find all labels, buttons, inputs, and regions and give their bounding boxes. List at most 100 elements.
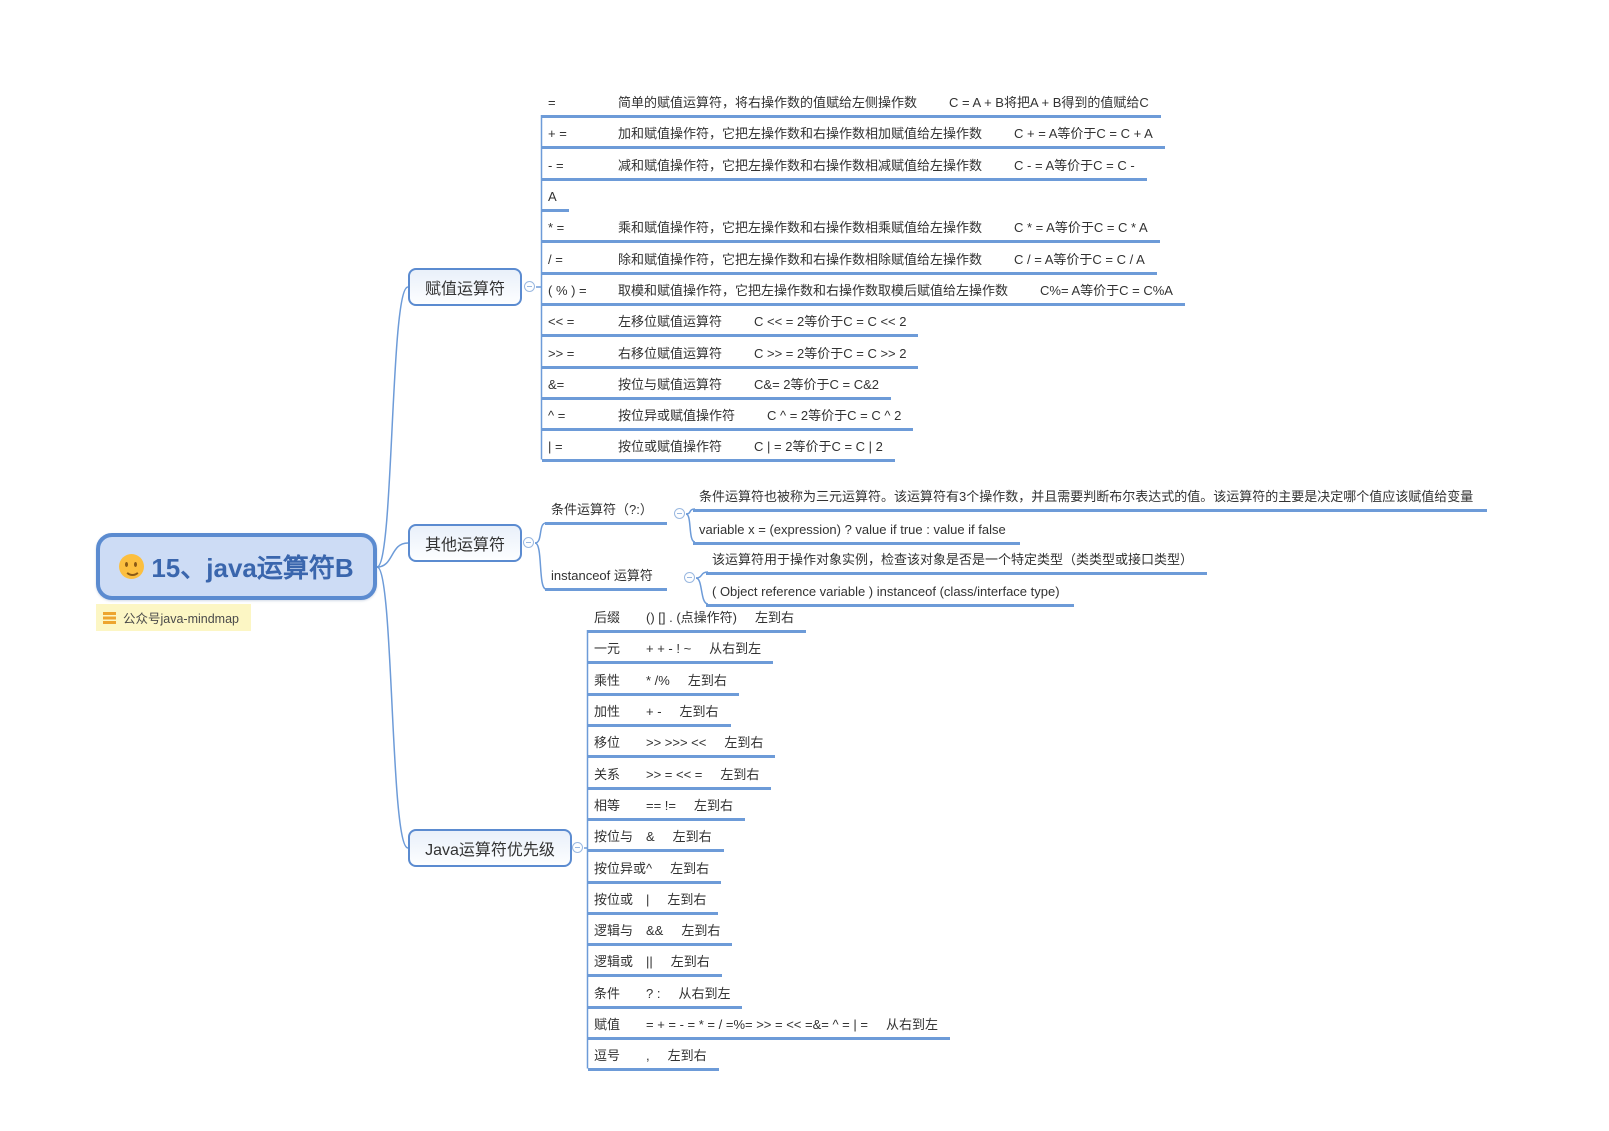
example: C >> = 2等价于C = C >> 2	[754, 345, 907, 361]
example: C << = 2等价于C = C << 2	[754, 314, 907, 330]
topic-prec-shift[interactable]: 移位>> >>> <<左到右	[588, 734, 776, 759]
syntax: ( Object reference variable ) instanceof…	[712, 584, 1060, 599]
branch-label: Java运算符优先级	[425, 842, 555, 859]
topic-instanceof-desc[interactable]: 该运算符用于操作对象实例，检查该对象是否是一个特定类型（类类型或接口类型）	[706, 551, 1208, 575]
collapse-icon[interactable]	[572, 842, 583, 853]
category: 加性	[594, 703, 621, 719]
example: C | = 2等价于C = C | 2	[754, 439, 883, 455]
topic-prec-assignment[interactable]: 赋值 = + = - = * = / =%= >> = << =&= ^ = | …	[588, 1016, 950, 1041]
category: 相等	[594, 797, 621, 813]
associativity: 从右到左	[709, 641, 762, 657]
associativity: 左到右	[672, 829, 712, 845]
topic-prec-conditional[interactable]: 条件? :从右到左	[588, 985, 743, 1009]
operators: + -	[646, 703, 662, 719]
description: 减和赋值操作符，它把左操作数和右操作数相减赋值给左操作数	[618, 157, 983, 173]
operator: << =	[548, 314, 575, 330]
category: 赋值	[594, 1017, 621, 1033]
example: C / = A等价于C = C / A	[1014, 251, 1145, 267]
operators: = + = - = * = / =%= >> = << =&= ^ = | =	[646, 1017, 868, 1033]
associativity: 左到右	[667, 891, 707, 907]
operator: / =	[548, 251, 563, 267]
operator: >> =	[548, 345, 575, 361]
topic-prec-bitor[interactable]: 按位或|左到右	[588, 891, 719, 915]
topic-prec-bitand[interactable]: 按位与&左到右	[588, 828, 724, 853]
associativity: 左到右	[720, 766, 760, 782]
description: 乘和赋值操作符，它把左操作数和右操作数相乘赋值给左操作数	[618, 220, 983, 236]
operator: - =	[548, 157, 564, 173]
operators: >> >>> <<	[646, 735, 707, 751]
collapse-icon[interactable]	[684, 572, 695, 583]
topic-prec-equality[interactable]: 相等 == != 左到右	[588, 797, 746, 821]
operators: >> = << =	[646, 766, 703, 782]
example: C ^ = 2等价于C = C ^ 2	[767, 408, 902, 424]
operator: + =	[548, 126, 567, 142]
description: 加和赋值操作符，它把左操作数和右操作数相加赋值给左操作数	[618, 126, 983, 142]
description: 简单的赋值运算符，将右操作数的值赋给左侧操作数	[618, 95, 918, 110]
topic-prec-additive[interactable]: 加性+ -左到右	[588, 703, 731, 727]
collapse-icon[interactable]	[523, 537, 534, 548]
root-topic[interactable]: 15、java运算符B	[96, 533, 377, 600]
operators: &	[646, 829, 655, 845]
operators: |	[646, 891, 650, 907]
operator: | =	[548, 439, 563, 455]
topic-prec-multiplicative[interactable]: 乘性* /%左到右	[588, 672, 739, 696]
operators: ||	[646, 954, 653, 970]
topic-assign-wrapped-a[interactable]: A	[542, 188, 569, 212]
branch-label: 赋值运算符	[424, 281, 505, 298]
description: 按位或赋值操作符	[618, 439, 723, 455]
syntax: variable x = (expression) ? value if tru…	[699, 522, 1006, 537]
collapse-icon[interactable]	[524, 281, 535, 292]
topic-instanceof-operator[interactable]: instanceof 运算符	[545, 567, 667, 591]
associativity: 左到右	[694, 797, 734, 813]
topic-conditional-syntax[interactable]: variable x = (expression) ? value if tru…	[693, 521, 1020, 545]
branch-assignment-operators[interactable]: 赋值运算符	[408, 268, 522, 306]
branch-label: 其他运算符	[424, 537, 505, 554]
description: 条件运算符也被称为三元运算符。该运算符有3个操作数，并且需要判断布尔表达式的值。…	[699, 489, 1474, 504]
topic-prec-postfix[interactable]: 后缀() [] . (点操作符)左到右	[588, 609, 807, 633]
topic-prec-comma[interactable]: 逗号,左到右	[588, 1047, 719, 1072]
topic-prec-bitxor[interactable]: 按位异或^ 左到右	[588, 860, 722, 884]
topic-prec-logor[interactable]: 逻辑或||左到右	[588, 953, 722, 978]
topic-conditional-desc[interactable]: 条件运算符也被称为三元运算符。该运算符有3个操作数，并且需要判断布尔表达式的值。…	[693, 488, 1488, 512]
operators: == !=	[646, 797, 676, 813]
operators: ^	[646, 860, 653, 876]
category: 按位异或	[594, 860, 647, 876]
associativity: 从右到左	[678, 985, 731, 1001]
category: 逗号	[594, 1048, 621, 1064]
topic-prec-logand[interactable]: 逻辑与&&左到右	[588, 922, 733, 947]
operators: + + - ! ~	[646, 641, 692, 657]
topic-assign-or-eq[interactable]: | = 按位或赋值操作符 C | = 2等价于C = C | 2	[542, 438, 895, 463]
example: C * = A等价于C = C * A	[1014, 220, 1148, 236]
example: C%= A等价于C = C%A	[1040, 282, 1173, 298]
operator: =	[548, 95, 556, 110]
collapse-icon[interactable]	[674, 508, 685, 519]
branch-other-operators[interactable]: 其他运算符	[408, 524, 522, 562]
category: 逻辑与	[594, 923, 634, 939]
associativity: 左到右	[670, 860, 710, 876]
topic-conditional-operator[interactable]: 条件运算符（?:）	[545, 501, 667, 525]
label: instanceof 运算符	[551, 568, 653, 583]
branch-operator-precedence[interactable]: Java运算符优先级	[408, 829, 572, 867]
associativity: 左到右	[667, 1048, 707, 1064]
category: 关系	[594, 766, 621, 782]
topic-prec-unary[interactable]: 一元 + + - ! ~ 从右到左	[588, 640, 774, 665]
description: 按位与赋值运算符	[618, 376, 723, 392]
topic-instanceof-syntax[interactable]: ( Object reference variable ) instanceof…	[706, 583, 1074, 607]
category: 一元	[594, 641, 621, 657]
associativity: 左到右	[724, 735, 764, 751]
root-note[interactable]: 公众号java-mindmap	[96, 604, 252, 631]
root-title-text: 15、java运算符B	[151, 553, 354, 583]
topic-prec-relational[interactable]: 关系 >> = << = 左到右	[588, 766, 772, 790]
